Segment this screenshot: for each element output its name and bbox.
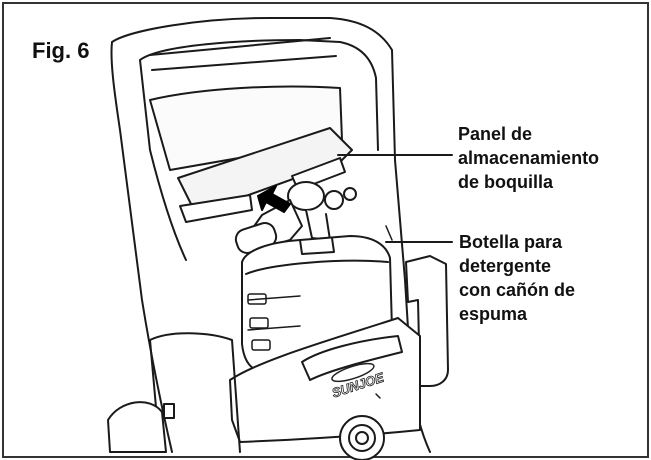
callout-nozzle-storage-panel: Panel de almacenamiento de boquilla	[458, 122, 599, 194]
callout-line: de boquilla	[458, 172, 554, 192]
handle-slot	[149, 37, 337, 71]
callout-line: Botella para	[459, 232, 563, 252]
callout-line: detergente	[459, 256, 552, 276]
pressure-knob	[339, 415, 385, 460]
callout-line: con cañón de	[459, 280, 576, 300]
callout-line: almacenamiento	[458, 148, 600, 168]
callout-line: Panel de	[458, 124, 533, 144]
handle-frame-inner	[139, 39, 379, 261]
front-face	[149, 85, 343, 171]
callout-line: espuma	[459, 304, 528, 324]
insert-arrow-icon	[257, 185, 291, 213]
figure-number: Fig. 6	[32, 38, 90, 63]
callout-detergent-bottle: Botella para detergente con cañón de esp…	[459, 230, 575, 326]
